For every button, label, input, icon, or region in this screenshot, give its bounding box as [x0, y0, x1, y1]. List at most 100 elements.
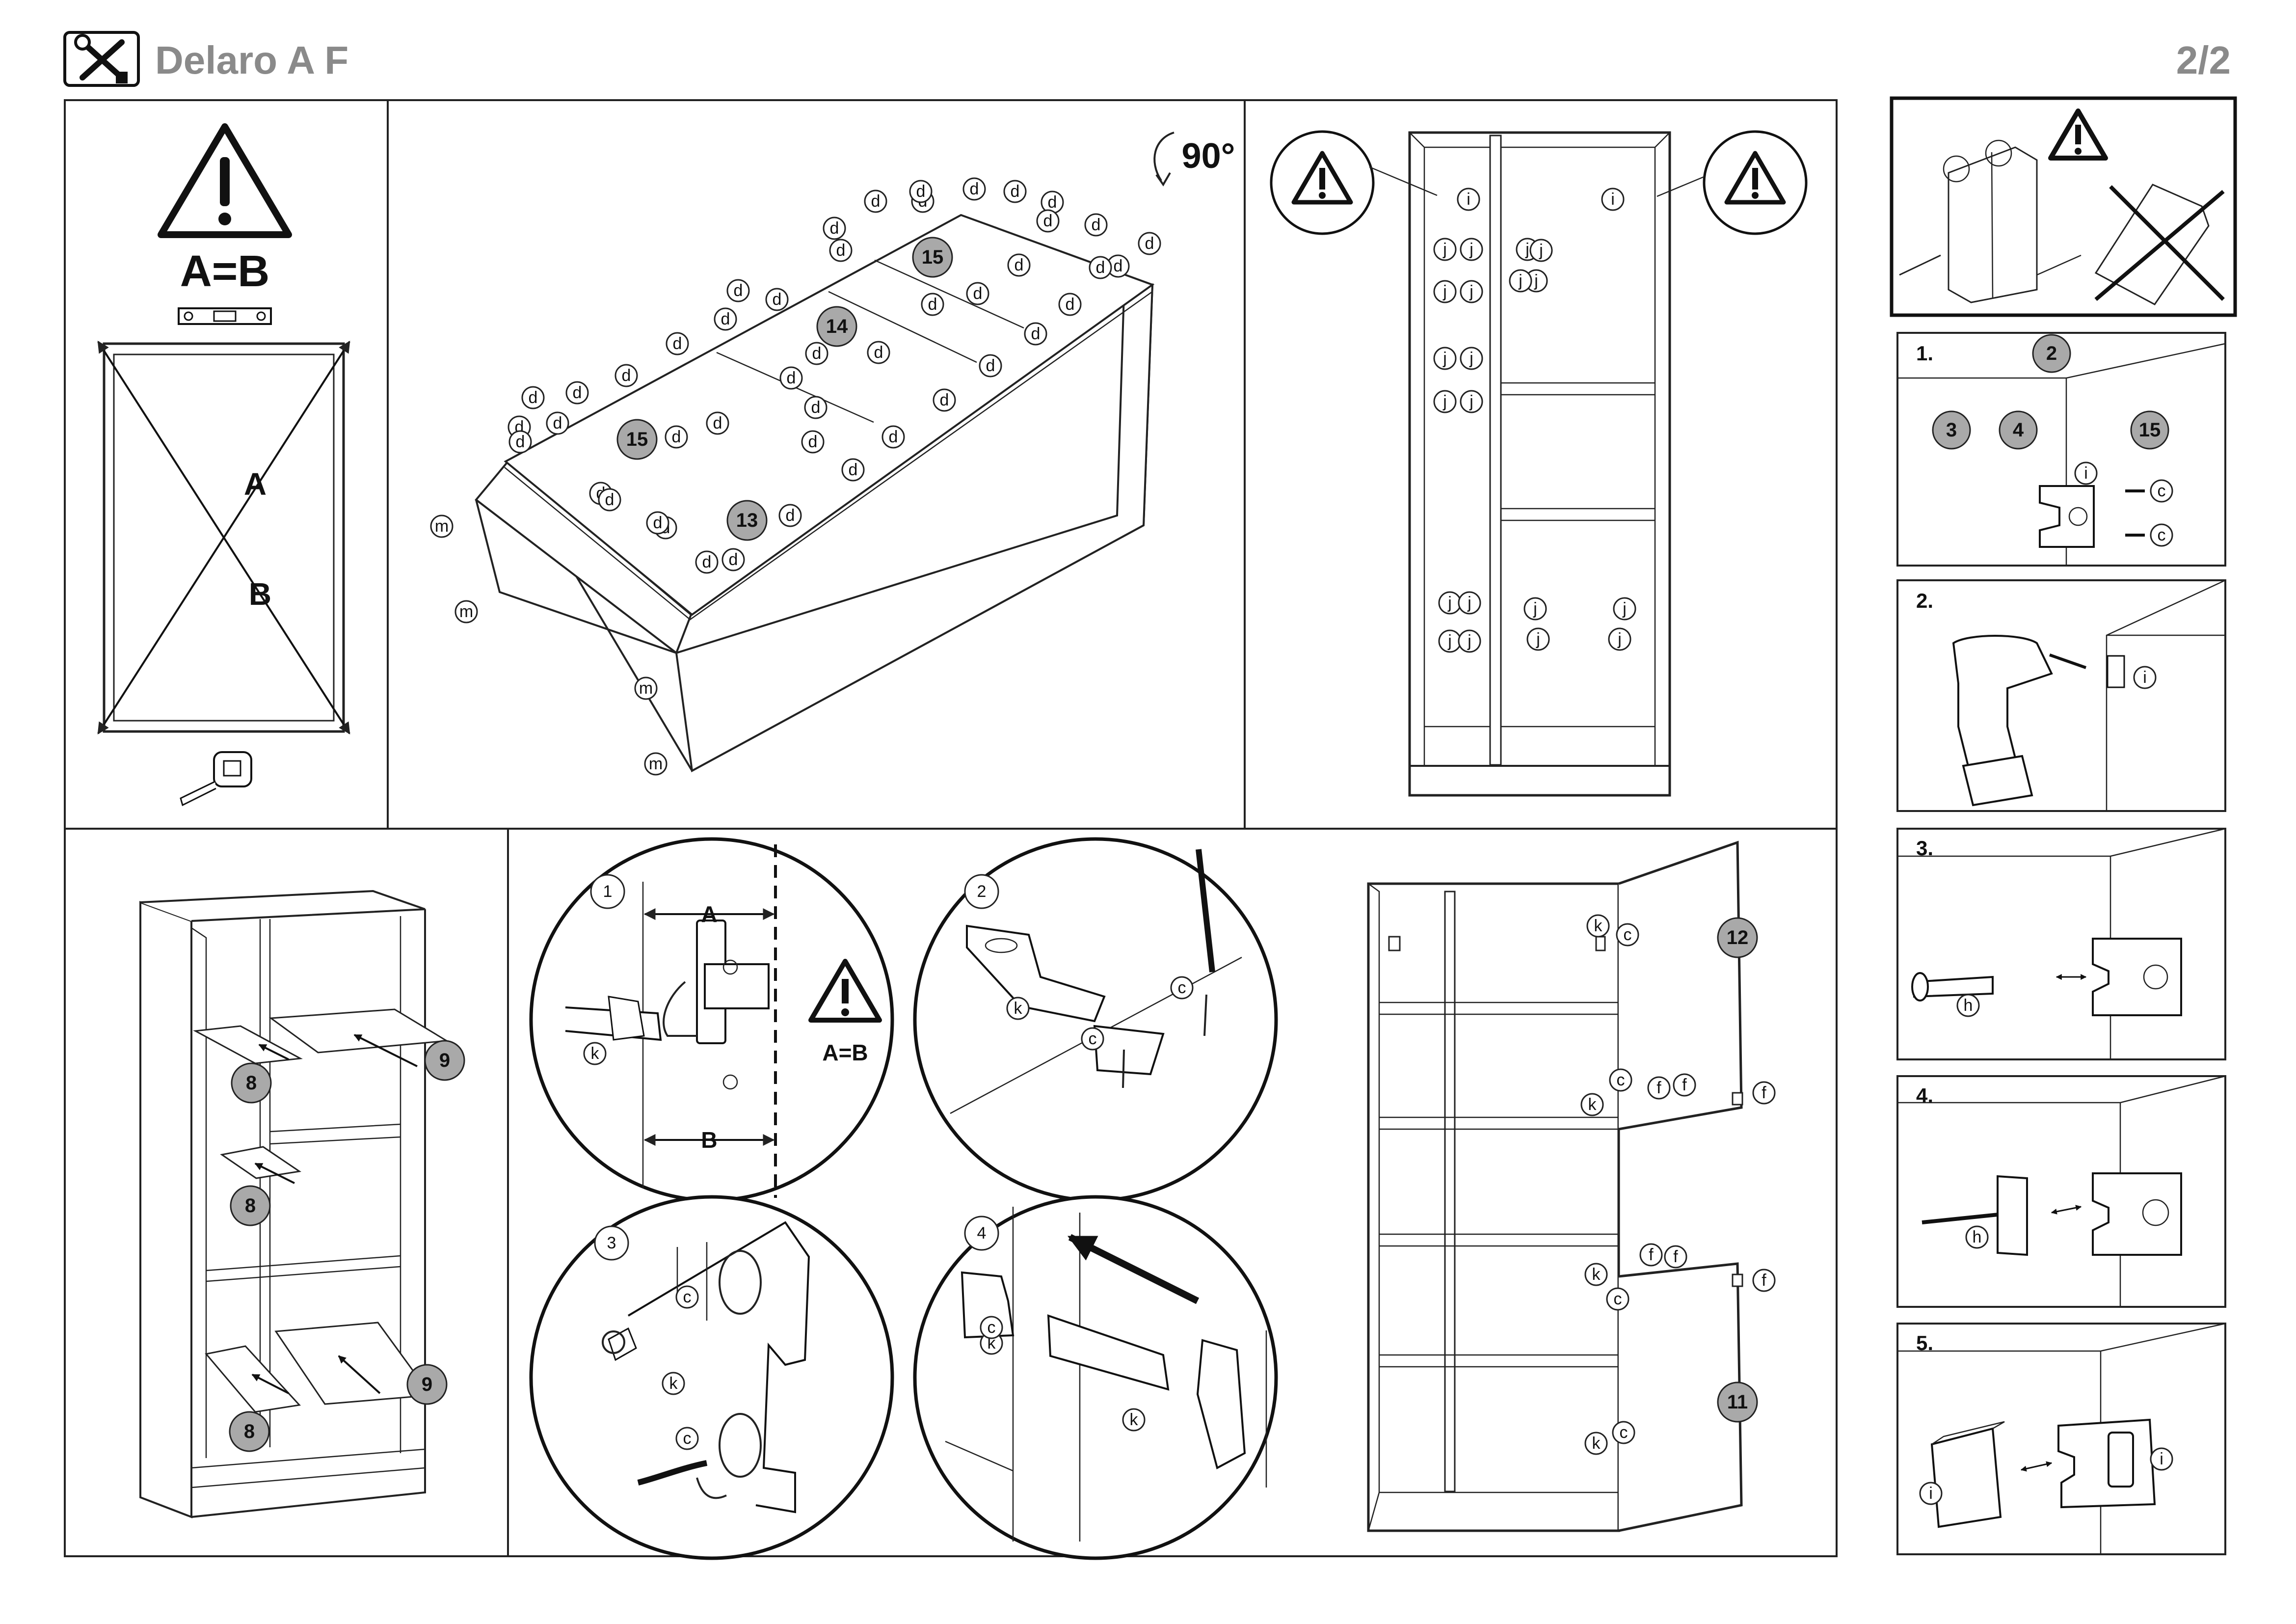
nail-marker-39: d	[881, 425, 905, 449]
nail-marker-3: d	[546, 411, 569, 435]
nail-marker-9: d	[726, 279, 750, 302]
door-f-0: f	[1647, 1076, 1671, 1100]
nail-marker-9-label: d	[734, 281, 743, 300]
nail-marker-27-label: d	[812, 344, 822, 363]
edge-marker-3: m	[644, 752, 667, 776]
wall-5-i2-label: i	[2160, 1450, 2163, 1468]
nail-marker-42: d	[1024, 322, 1047, 346]
back-panel-15b: 15	[922, 246, 944, 268]
hinge-c-0: c	[1170, 976, 1194, 1000]
nail-marker-7: d	[714, 307, 737, 331]
nail-marker-43-label: d	[1066, 295, 1075, 314]
wall-step-2-drawing	[1952, 579, 2226, 811]
wall-5-i1: i	[1919, 1482, 1943, 1505]
connector-j-4-label: j	[1442, 282, 1447, 301]
nail-marker-6-label: d	[673, 334, 682, 353]
nail-marker-36-label: d	[786, 506, 795, 525]
connector-j-18-label: j	[1536, 630, 1540, 649]
warning-icon	[1656, 130, 1808, 235]
door-k-1-label: k	[1588, 1095, 1597, 1114]
rotate-icon: 90°	[1153, 132, 1235, 187]
connector-j-10-label: j	[1442, 392, 1447, 411]
wall-fix-column: 1. 2. 3. 4. 5. 2 3 4 15	[1890, 96, 2237, 1555]
hinge-step-4	[913, 1195, 1278, 1560]
nail-marker-45: d	[646, 511, 669, 535]
hinge-step-number-2: 3	[594, 1225, 629, 1261]
nail-marker-19-label: d	[1092, 216, 1101, 234]
tape-measure-icon	[180, 751, 252, 807]
nail-marker-28: d	[779, 366, 803, 390]
connector-j-8-label: j	[1442, 349, 1447, 368]
door-f-1-label: f	[1682, 1076, 1687, 1094]
hinge-step-2	[913, 837, 1278, 1202]
back-panel-15a: 15	[626, 429, 648, 450]
wall-5-i2: i	[2150, 1447, 2173, 1471]
hinge-k-1-label: k	[1014, 999, 1023, 1018]
hinge-c-0-label: c	[1178, 978, 1186, 997]
hinge-k-1: k	[1006, 997, 1030, 1020]
door-k-2: k	[1584, 1263, 1608, 1286]
nail-marker-35-label: d	[729, 550, 738, 569]
connector-j-10: j	[1433, 390, 1457, 413]
panel-shelves: 9 8 8 9 8	[139, 890, 465, 1518]
wall-part-4: 4	[2013, 419, 2024, 441]
wall-step-2-number: 2.	[1916, 589, 1933, 612]
connector-j-19: j	[1608, 627, 1631, 651]
hinge-step-3	[529, 1195, 894, 1560]
hinge-k-0-label: k	[591, 1044, 600, 1063]
connector-j-18: j	[1526, 627, 1550, 651]
hinge-step-number-2-label: 3	[607, 1234, 616, 1252]
door-f-5-label: f	[1762, 1271, 1766, 1290]
connector-j-3: j	[1524, 269, 1548, 293]
nail-marker-26-label: d	[874, 343, 883, 362]
nail-marker-29-label: d	[713, 414, 722, 433]
wall-1-i-label: i	[2084, 464, 2088, 483]
wall-step-1-drawing: 2 3 4 15	[1897, 334, 2226, 566]
hinge-k-4: k	[1122, 1408, 1146, 1432]
back-panel-13: 13	[736, 510, 758, 531]
connector-j-9-label: j	[1469, 349, 1473, 368]
door-k-3: k	[1584, 1432, 1608, 1455]
nail-marker-44-label: d	[811, 398, 821, 417]
nail-marker-5: d	[614, 364, 638, 387]
door-11: 11	[1727, 1391, 1748, 1413]
connector-i-right-label: i	[1611, 190, 1615, 209]
nail-marker-0-label: d	[529, 388, 538, 407]
nail-marker-29: d	[706, 411, 729, 435]
hinge-c-2-label: c	[683, 1288, 692, 1306]
nail-marker-12-label: d	[871, 192, 881, 211]
door-k-0-label: k	[1594, 917, 1603, 935]
nail-marker-34-label: d	[702, 553, 712, 571]
door-c-0-label: c	[1624, 925, 1632, 944]
nail-marker-39-label: d	[889, 428, 898, 446]
hinge-c-3: c	[675, 1427, 699, 1450]
nail-marker-21-label: d	[1145, 234, 1154, 253]
edge-marker-2-label: m	[639, 679, 653, 698]
door-f-2: f	[1752, 1081, 1776, 1105]
nail-marker-4: d	[565, 381, 589, 405]
hinge-k-2-label: k	[669, 1374, 678, 1393]
hinge-step-number-3-label: 4	[977, 1224, 987, 1243]
door-f-1: f	[1673, 1073, 1696, 1097]
nail-marker-35: d	[721, 548, 745, 571]
spirit-level-icon	[178, 307, 272, 325]
nail-marker-40-label: d	[940, 391, 949, 409]
connector-j-11-label: j	[1469, 392, 1473, 411]
nail-marker-27: d	[805, 342, 828, 365]
wall-1-c2-label: c	[2158, 526, 2166, 544]
door-k-2-label: k	[1592, 1265, 1601, 1284]
nail-marker-37-label: d	[808, 433, 818, 451]
connector-j-13-label: j	[1467, 594, 1471, 612]
wall-2-i: i	[2133, 666, 2157, 689]
warning-icon	[1270, 130, 1438, 235]
connector-j-12: j	[1438, 591, 1462, 615]
connector-j-7-label: j	[1518, 271, 1522, 290]
nail-marker-30: d	[665, 425, 688, 449]
header: Delaro A F 2/2	[63, 31, 2231, 87]
door-c-3-label: c	[1620, 1423, 1628, 1442]
nail-marker-34: d	[695, 550, 719, 574]
nail-marker-2-label: d	[516, 433, 525, 451]
